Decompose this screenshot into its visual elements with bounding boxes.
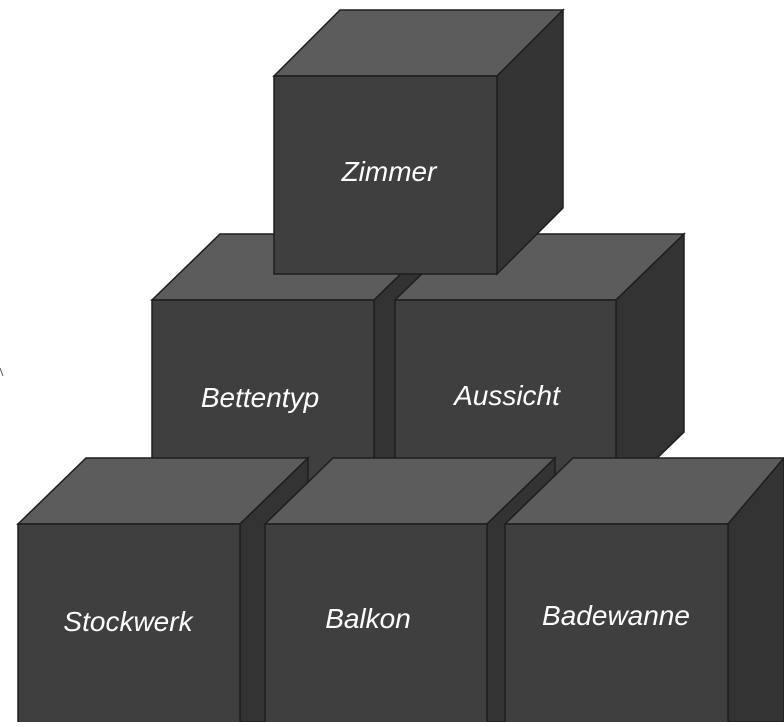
left-edge-tick <box>0 368 3 376</box>
cube-label-aussicht: Aussicht <box>452 380 561 411</box>
cube-label-stockwerk: Stockwerk <box>63 606 194 637</box>
cube-label-bettentyp: Bettentyp <box>201 382 319 413</box>
cube-label-zimmer: Zimmer <box>341 156 439 187</box>
cube-badewanne: Badewanne <box>505 458 784 722</box>
cube-zimmer: Zimmer <box>274 10 563 274</box>
cube-label-balkon: Balkon <box>325 603 411 634</box>
cube-label-badewanne: Badewanne <box>542 600 690 631</box>
